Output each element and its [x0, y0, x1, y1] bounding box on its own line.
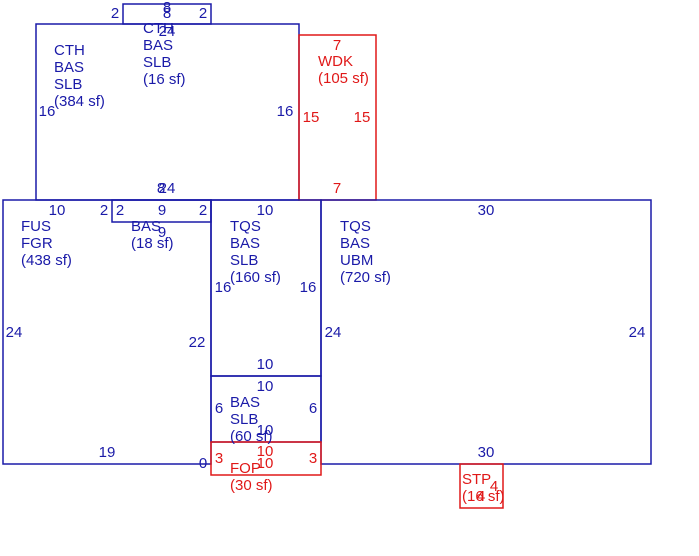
dimension-label-bas18-left-2: 2	[116, 202, 124, 219]
area-label-cth-bas-slb-384-line-3: SLB	[54, 76, 82, 93]
dimension-label-cth-bottom-24: 24	[159, 180, 176, 197]
dimension-label-tqs160-left-16: 16	[215, 279, 232, 296]
area-label-cth-bas-slb-16-line-1: CTH	[143, 20, 174, 37]
dimension-label-stp-a-4: 4	[490, 478, 498, 495]
area-label-bas-slb-60-line-1: BAS	[230, 394, 260, 411]
area-label-tqs-bas-slb-160-line-1: TQS	[230, 218, 261, 235]
dimension-label-fus-top-10: 10	[49, 202, 66, 219]
dimension-label-fus-right-22: 22	[189, 334, 206, 351]
dimension-label-bas60-right-6: 6	[309, 400, 317, 417]
dimension-label-fus-corner-0: 0	[199, 455, 207, 472]
area-label-tqs-bas-ubm-720-line-3: UBM	[340, 252, 373, 269]
dimension-label-cth-left-16: 16	[39, 103, 56, 120]
area-label-cth-bas-slb-16-line-2: BAS	[143, 37, 173, 54]
area-label-tqs-bas-ubm-720-line-2: BAS	[340, 235, 370, 252]
area-label-fus-fgr-438-line-1: FUS	[21, 218, 51, 235]
dimension-label-tqs720-top-30: 30	[478, 202, 495, 219]
dimension-label-fop-right-3: 3	[309, 450, 317, 467]
area-label-tqs-bas-slb-160-line-3: SLB	[230, 252, 258, 269]
dimension-label-tqs720-bottom-30: 30	[478, 444, 495, 461]
area-label-tqs-bas-slb-160-line-4: (160 sf)	[230, 269, 281, 286]
area-label-bas-slb-60-line-3: (60 sf)	[230, 428, 273, 445]
area-label-fus-fgr-438-line-3: (438 sf)	[21, 252, 72, 269]
outline-layer	[2, 3, 652, 509]
area-label-stp-16-line-1: STP	[462, 471, 491, 488]
dimension-label-bas18-top-9: 9	[158, 202, 166, 219]
outline-stp	[459, 463, 504, 509]
area-label-tqs-bas-ubm-720-line-4: (720 sf)	[340, 269, 391, 286]
dimension-label-wdk-left-15: 15	[303, 109, 320, 126]
dimension-label-fop-left-3: 3	[215, 450, 223, 467]
dimension-label-bas60-top-10: 10	[257, 378, 274, 395]
area-label-tqs-bas-ubm-720-line-1: TQS	[340, 218, 371, 235]
dimension-label-stp-b-4: 4	[477, 488, 485, 505]
dimension-label-tqs720-left-24: 24	[325, 324, 342, 341]
area-label-cth-bas-slb-384-line-4: (384 sf)	[54, 93, 105, 110]
area-label-cth-bas-slb-16-line-3: SLB	[143, 54, 171, 71]
dimension-label-wdk-bottom-7: 7	[333, 180, 341, 197]
dimension-label-tqs720-right-24: 24	[629, 324, 646, 341]
dimension-label-small-top-b: 8	[163, 5, 171, 22]
dimension-label-fus-bottom-19: 19	[99, 444, 116, 461]
dimension-label-stp-c-4: 4	[477, 488, 485, 505]
area-label-fus-fgr-438-line-2: FGR	[21, 235, 53, 252]
area-label-tqs-bas-slb-160-line-2: BAS	[230, 235, 260, 252]
dimension-label-bas18-right-2: 2	[199, 202, 207, 219]
area-label-fop-30-line-2: (30 sf)	[230, 477, 273, 494]
dimension-label-fus-top-2: 2	[100, 202, 108, 219]
area-label-stp-16-line-2: (16 sf)	[462, 488, 505, 505]
area-label-bas-18-line-2: (18 sf)	[131, 235, 174, 252]
dimension-label-tqs160-top-10: 10	[257, 202, 274, 219]
area-label-cth-bas-slb-16-line-4: (16 sf)	[143, 71, 186, 88]
dimension-label-small-top-right: 2	[199, 5, 207, 22]
dimension-label-fop-top-10: 10	[257, 443, 274, 460]
area-label-wdk-105-line-1: WDK	[318, 53, 353, 70]
outline-fop	[210, 441, 322, 476]
outline-tqs-bas-ubm	[320, 199, 652, 465]
dimension-label-small-top-a: 8	[163, 0, 171, 16]
dimension-label-fus-left-24: 24	[6, 324, 23, 341]
area-label-wdk-105-line-2: (105 sf)	[318, 70, 369, 87]
dimension-label-bas60-left-6: 6	[215, 400, 223, 417]
dimension-label-cth-top-24: 24	[159, 23, 176, 40]
dimension-label-bas18-bottom-9: 9	[158, 224, 166, 241]
area-label-cth-bas-slb-384-line-1: CTH	[54, 42, 85, 59]
area-label-fop-30-line-1: FOP	[230, 460, 261, 477]
dimension-label-tqs160-right-16: 16	[300, 279, 317, 296]
dimension-label-tqs160-bottom-10: 10	[257, 356, 274, 373]
area-label-bas-slb-60-line-2: SLB	[230, 411, 258, 428]
dimension-label-cth-right-16: 16	[277, 103, 294, 120]
area-label-cth-bas-slb-384-line-2: BAS	[54, 59, 84, 76]
area-label-bas-18-line-1: BAS	[131, 218, 161, 235]
dimension-label-small-top-left: 2	[111, 5, 119, 22]
dimension-label-bas60-bottom-10: 10	[257, 422, 274, 439]
dimension-label-fop-bottom-10: 10	[257, 455, 274, 472]
dimension-label-wdk-right-15: 15	[354, 109, 371, 126]
dimension-label-wdk-top-7: 7	[333, 37, 341, 54]
dimension-label-cth-bottom-8: 8	[157, 180, 165, 197]
